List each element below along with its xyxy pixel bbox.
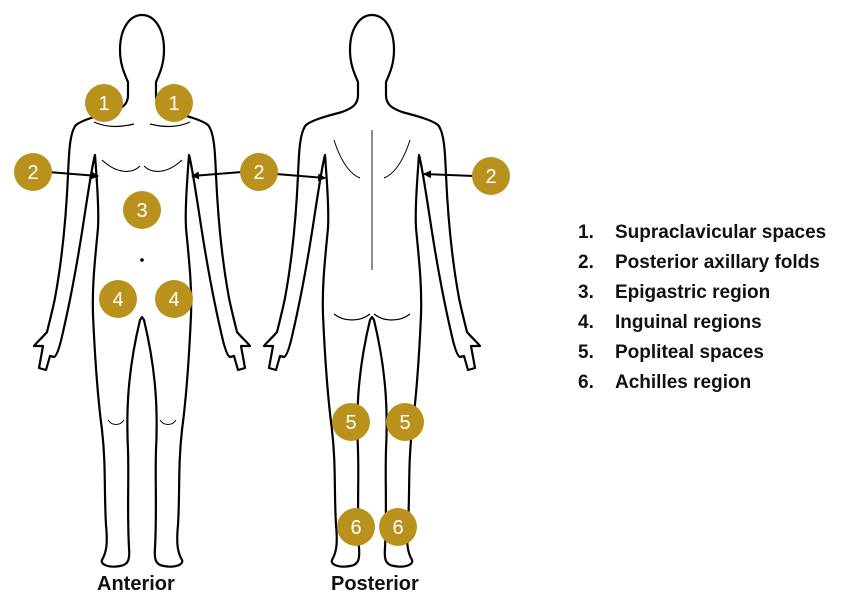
- legend-number: 1.: [578, 218, 615, 248]
- marker-number: 5: [399, 412, 410, 434]
- marker-number: 1: [98, 93, 109, 115]
- region-marker-2: 2: [472, 157, 510, 195]
- marker-number: 5: [345, 412, 356, 434]
- posterior-label: Posterior: [331, 573, 419, 596]
- region-marker-5: 5: [332, 403, 370, 441]
- region-legend: 1.Supraclavicular spaces 2.Posterior axi…: [578, 218, 826, 398]
- marker-number: 1: [168, 93, 179, 115]
- anterior-label: Anterior: [97, 573, 175, 596]
- legend-item: 5.Popliteal spaces: [578, 338, 826, 368]
- marker-number: 2: [485, 166, 496, 188]
- legend-number: 5.: [578, 338, 615, 368]
- marker-number: 3: [136, 200, 147, 222]
- region-markers: 1 1 2 2 2 3 4 4 5 5 6 6: [14, 84, 510, 546]
- region-marker-5: 5: [386, 403, 424, 441]
- posterior-figure: [264, 15, 480, 567]
- legend-number: 6.: [578, 368, 615, 398]
- legend-text: Epigastric region: [615, 282, 770, 303]
- arrow-posterior-right: [424, 174, 474, 176]
- marker-number: 4: [168, 289, 179, 311]
- region-marker-3: 3: [123, 191, 161, 229]
- marker-number: 6: [350, 517, 361, 539]
- legend-text: Achilles region: [615, 372, 751, 393]
- legend-text: Popliteal spaces: [615, 342, 764, 363]
- legend-text: Posterior axillary folds: [615, 252, 820, 273]
- legend-item: 6.Achilles region: [578, 368, 826, 398]
- region-marker-4: 4: [155, 280, 193, 318]
- region-marker-6: 6: [379, 508, 417, 546]
- legend-text: Inguinal regions: [615, 312, 762, 333]
- region-marker-1: 1: [85, 84, 123, 122]
- legend-item: 4.Inguinal regions: [578, 308, 826, 338]
- marker-number: 2: [253, 162, 264, 184]
- region-marker-2: 2: [14, 153, 52, 191]
- legend-item: 3.Epigastric region: [578, 278, 826, 308]
- marker-number: 4: [112, 289, 123, 311]
- region-marker-1: 1: [155, 84, 193, 122]
- legend-number: 4.: [578, 308, 615, 338]
- region-marker-2: 2: [240, 153, 278, 191]
- anterior-figure: [34, 15, 250, 567]
- region-marker-4: 4: [99, 280, 137, 318]
- marker-number: 2: [27, 162, 38, 184]
- legend-item: 1.Supraclavicular spaces: [578, 218, 826, 248]
- legend-text: Supraclavicular spaces: [615, 222, 826, 243]
- legend-item: 2.Posterior axillary folds: [578, 248, 826, 278]
- legend-number: 2.: [578, 248, 615, 278]
- arrow-posterior-left: [276, 174, 325, 178]
- region-marker-6: 6: [337, 508, 375, 546]
- marker-number: 6: [392, 517, 403, 539]
- legend-number: 3.: [578, 278, 615, 308]
